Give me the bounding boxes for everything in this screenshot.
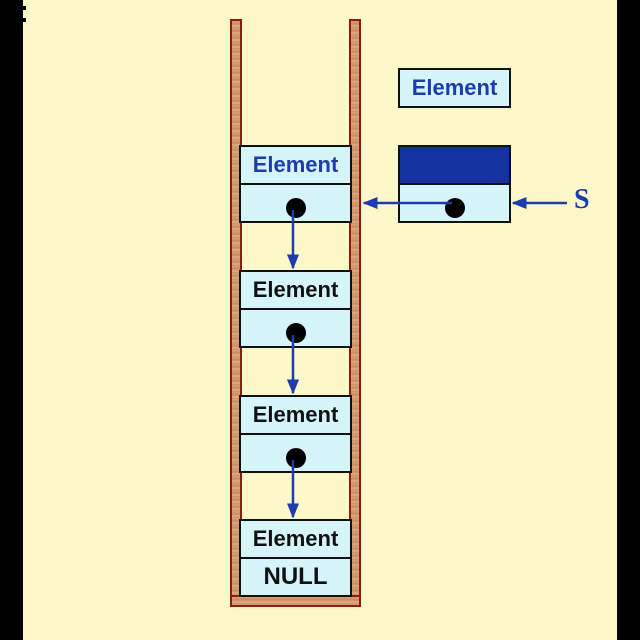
stack-node-3-pointer-dot bbox=[286, 448, 306, 468]
stack-node-1-pointer-dot bbox=[286, 198, 306, 218]
stack-node-3-data: Element bbox=[239, 395, 352, 435]
new-node-data bbox=[398, 145, 511, 185]
free-element-node: Element bbox=[398, 68, 511, 108]
new-node-pointer-dot bbox=[445, 198, 465, 218]
stack-node-2-pointer-dot bbox=[286, 323, 306, 343]
stack-pointer-label: S bbox=[574, 184, 590, 215]
stack-node-4-data: Element bbox=[239, 519, 352, 559]
corner-glyph bbox=[23, 4, 27, 24]
stack-null-terminator: NULL bbox=[239, 557, 352, 597]
stack-node-2-data: Element bbox=[239, 270, 352, 310]
stack-node-1-data: Element bbox=[239, 145, 352, 185]
stack-node-3-pointer bbox=[239, 433, 352, 473]
